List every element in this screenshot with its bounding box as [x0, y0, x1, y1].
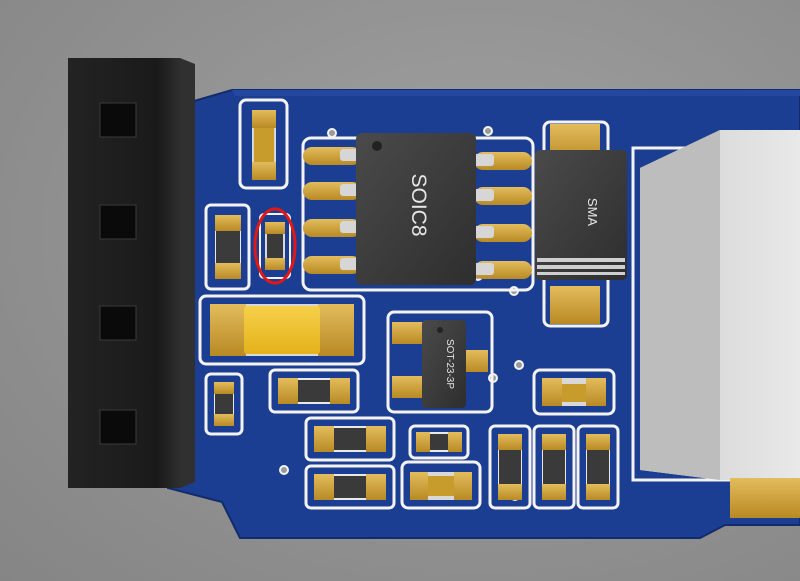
- resistor-r6: [408, 424, 470, 460]
- highlight-ellipse: [253, 207, 297, 285]
- resistor-r7: [488, 424, 532, 510]
- capacitor-c4: [532, 368, 616, 416]
- ic-soic8: SOIC8: [301, 133, 535, 292]
- resistor-r1: [204, 203, 251, 291]
- transistor-sot23: SOT-23-3P: [386, 310, 494, 414]
- diode-sma: SMA: [535, 120, 627, 328]
- resistor-r2: [204, 372, 244, 436]
- white-module: [631, 130, 800, 518]
- sot23-label: SOT-23-3P: [444, 339, 455, 389]
- capacitor-c2-highlighted: [259, 213, 291, 279]
- pin-header-connector: [68, 58, 195, 488]
- resistor-r4: [304, 416, 396, 462]
- resistor-r8: [532, 424, 576, 510]
- soic8-label: SOIC8: [407, 173, 430, 236]
- resistor-r9: [576, 424, 620, 510]
- sma-label: SMA: [585, 198, 600, 227]
- resistor-r3: [268, 368, 360, 414]
- capacitor-c5: [400, 460, 482, 510]
- capacitor-c3-large: [198, 294, 366, 366]
- capacitor-c1: [238, 98, 289, 190]
- resistor-r5: [304, 464, 396, 510]
